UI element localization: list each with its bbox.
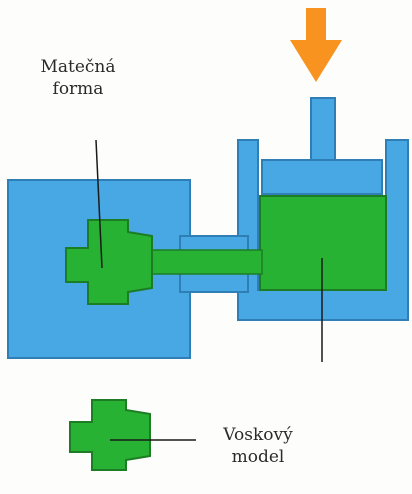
arrow-down-icon xyxy=(290,8,342,82)
wax-reservoir xyxy=(259,195,387,291)
wax-model-label-line1: Voskový xyxy=(223,425,293,445)
mold-cavity-wax xyxy=(65,219,153,305)
leader-master-mold xyxy=(95,139,103,269)
master-mold-label: Matečná forma xyxy=(22,56,134,100)
cylinder-wall xyxy=(237,139,409,321)
master-mold-label-line1: Matečná xyxy=(40,57,116,77)
wax-model-label-line2: model xyxy=(231,447,285,467)
wax-model-label: Voskový model xyxy=(208,424,308,468)
piston-head xyxy=(261,159,383,195)
piston-stem xyxy=(310,97,336,161)
master-mold-label-line2: forma xyxy=(52,79,104,99)
wax-runner xyxy=(149,249,263,275)
wax-model-shape xyxy=(69,399,151,471)
